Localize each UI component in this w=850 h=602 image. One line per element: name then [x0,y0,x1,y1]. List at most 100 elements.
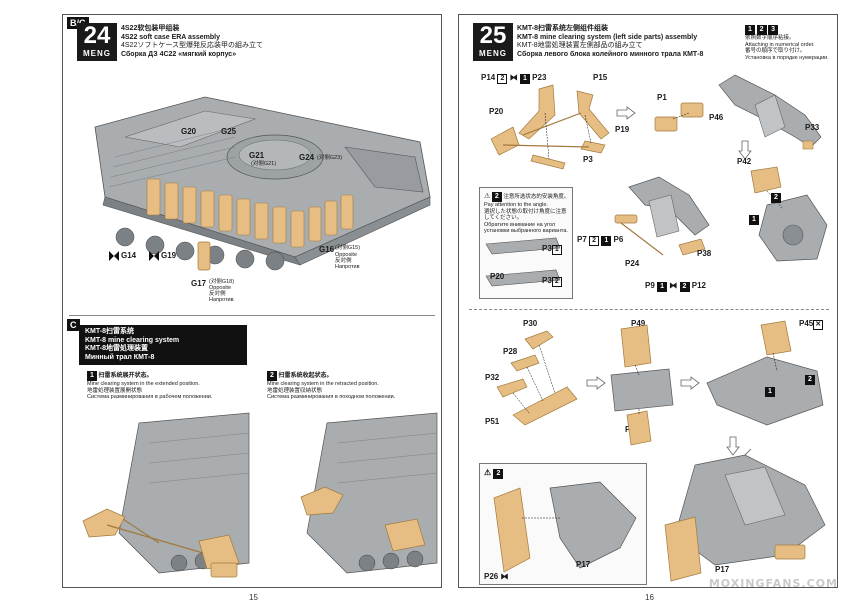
part-label-p26: P26 ⧓ [484,572,508,581]
page-number: 16 [645,593,654,602]
order-box-3: 3 [768,25,779,35]
part-note-g17-jp: 反対側 [209,291,226,297]
warning-icon: ⚠ [484,468,492,477]
part-label-p28: P28 [503,347,518,356]
part-label-p46: P46 [709,113,724,122]
part-label-p19: P19 [615,125,630,134]
step1-en: Mine clearing system in the extended pos… [87,381,200,387]
step1-zh: 扫雷系统展开状态。 [98,373,153,379]
section-c-title-band: KMT-8扫雷系统 KMT-8 mine clearing system KMT… [79,325,247,365]
part-label-p51: P51 [485,417,500,426]
part-label-p1: P1 [657,93,667,102]
title-ru: Сборка левого блока колейного минного тр… [517,50,704,58]
step2-ru: Система разминирования в походном положе… [267,394,396,400]
brand-logo: MENG [83,49,111,58]
frame-assembly-illustration [718,74,822,150]
completed-plow-illustration [664,448,826,582]
step2-zh: 扫雷系统收起状态。 [278,373,333,379]
part-p14-text: P14 [481,73,496,82]
cross-box-icon: ✕ [813,320,824,330]
option-box: 1 [551,245,562,255]
option-box: 2 [493,469,504,479]
step-number: 25 [479,22,507,49]
section-divider [69,315,435,316]
step-number: 24 [83,22,111,49]
part-label-p7: P7 2 1 P6 [577,235,623,246]
attention-box-2: 2 [491,192,502,202]
mine-clearing-extended-illustration [82,412,250,578]
part-p26-text: P26 [484,572,499,581]
part-p23-text: P23 [532,73,547,82]
tow-frame-parts-illustration [490,84,610,170]
section-tag-c: C [67,319,80,331]
order-note: 1 2 3 依照数字顺序粘接。 Attaching in numerical o… [745,25,837,61]
section-c-title-zh: KMT-8扫雷系统 [85,328,134,335]
part-p9-text: P9 [645,281,655,290]
plow-blade-parts-illustration [496,330,578,426]
part-note-g16-ru: Напротив [335,264,360,270]
section-divider [469,309,829,310]
part-label-p45: P45✕ [799,319,824,330]
order-note-jp: 番号の順序で取り付け。 [745,48,806,54]
part-label-p15: P15 [593,73,608,82]
part-label-p30: P30 [523,319,538,328]
part-label-p14: P14 2 ⧓ 1 P23 [481,73,546,84]
arrow-right-icon [616,106,636,120]
era-block-g17 [197,241,211,271]
step-marker-2: 2 [771,193,781,203]
step1-jp: 地雷処理装置展開状態 [87,387,143,394]
part-label-g25: G25 [221,127,237,136]
plow-detail-illustration [493,481,637,573]
hinge-parts-illustration [654,102,704,132]
attention-header: ⚠ 2 注意所选状态的安装角度。 [484,192,570,202]
part-note-g17-en: Opposite [209,285,232,291]
part-note-g24: (对侧G23) [317,155,343,161]
step-marker-2: 2 [805,375,815,385]
step1-number-box: 1 [87,371,97,381]
part-label-p42: P42 [737,157,752,166]
attention-note-box: ⚠ 2 注意所选状态的安装角度。 Pay attention to the an… [479,187,573,299]
option-box: 1 [657,282,668,292]
part-label-g20: G20 [181,127,197,136]
part-label-p3: P3 [583,155,593,164]
mine-clearing-retracted-illustration [300,412,438,574]
step2-en: Mine clearing system in the retracted po… [267,381,379,387]
step-number-badge: 25 MENG [473,23,513,61]
option-box: 2 [679,282,690,292]
part-label-p17-b: P17 [715,565,730,574]
step2-caption: 2 扫雷系统收起状态。 Mine clearing system in the … [267,371,437,401]
step2-jp: 地雷処理装置収納状態 [267,387,323,394]
section-c-title-en: KMT-8 mine clearing system [85,336,180,344]
step-marker-1: 1 [765,387,775,397]
option-box: 1 [601,236,612,246]
order-note-zh: 依照数字顺序粘接。 [745,35,795,41]
page-number: 15 [249,593,258,602]
title-ru: Сборка ДЗ 4С22 «мягкий корпус» [121,50,237,58]
part-label-g16: G16 [319,245,335,254]
left-manual-page: B/C 24 MENG 4S22软包装甲组装 4S22 soft case ER… [62,14,442,602]
right-manual-page: 25 MENG KMT-8扫雷系统左侧组件组装 KMT-8 mine clear… [458,14,838,602]
attach-icon: ⧓ [509,73,518,82]
step1-ru: Система разминирования в рабочем положен… [87,394,213,400]
title-en: KMT-8 mine clearing system (left side pa… [517,33,698,41]
part-label-p32: P32 [485,373,500,382]
part-note-g16-jp: 反対側 [335,258,352,264]
arm-assembly-illustration [614,176,710,256]
warning-icon: ⚠ [484,193,491,200]
part-label-p17: P17 [576,560,591,569]
option-p20: P20 [490,272,505,281]
part-label-p9: P9 1 ⧓ 2 P12 [645,281,706,292]
order-box-2: 2 [756,25,767,35]
attach-icon-g14 [109,251,119,261]
part-label-p24: P24 [625,259,640,268]
title-en: 4S22 soft case ERA assembly [121,33,220,41]
attention-note: ⚠ 2 注意所选状态的安装角度。 Pay attention to the an… [484,192,570,235]
part-label-p38: P38 [697,249,712,258]
part-note-g17-ru: Напротив [209,297,234,303]
part-p6-text: P6 [613,235,624,244]
watermark: MOXINGFANS.COM [708,577,838,590]
order-number-boxes: 1 2 3 [745,25,837,35]
attention-en: Pay attention to the angle. [484,202,548,208]
